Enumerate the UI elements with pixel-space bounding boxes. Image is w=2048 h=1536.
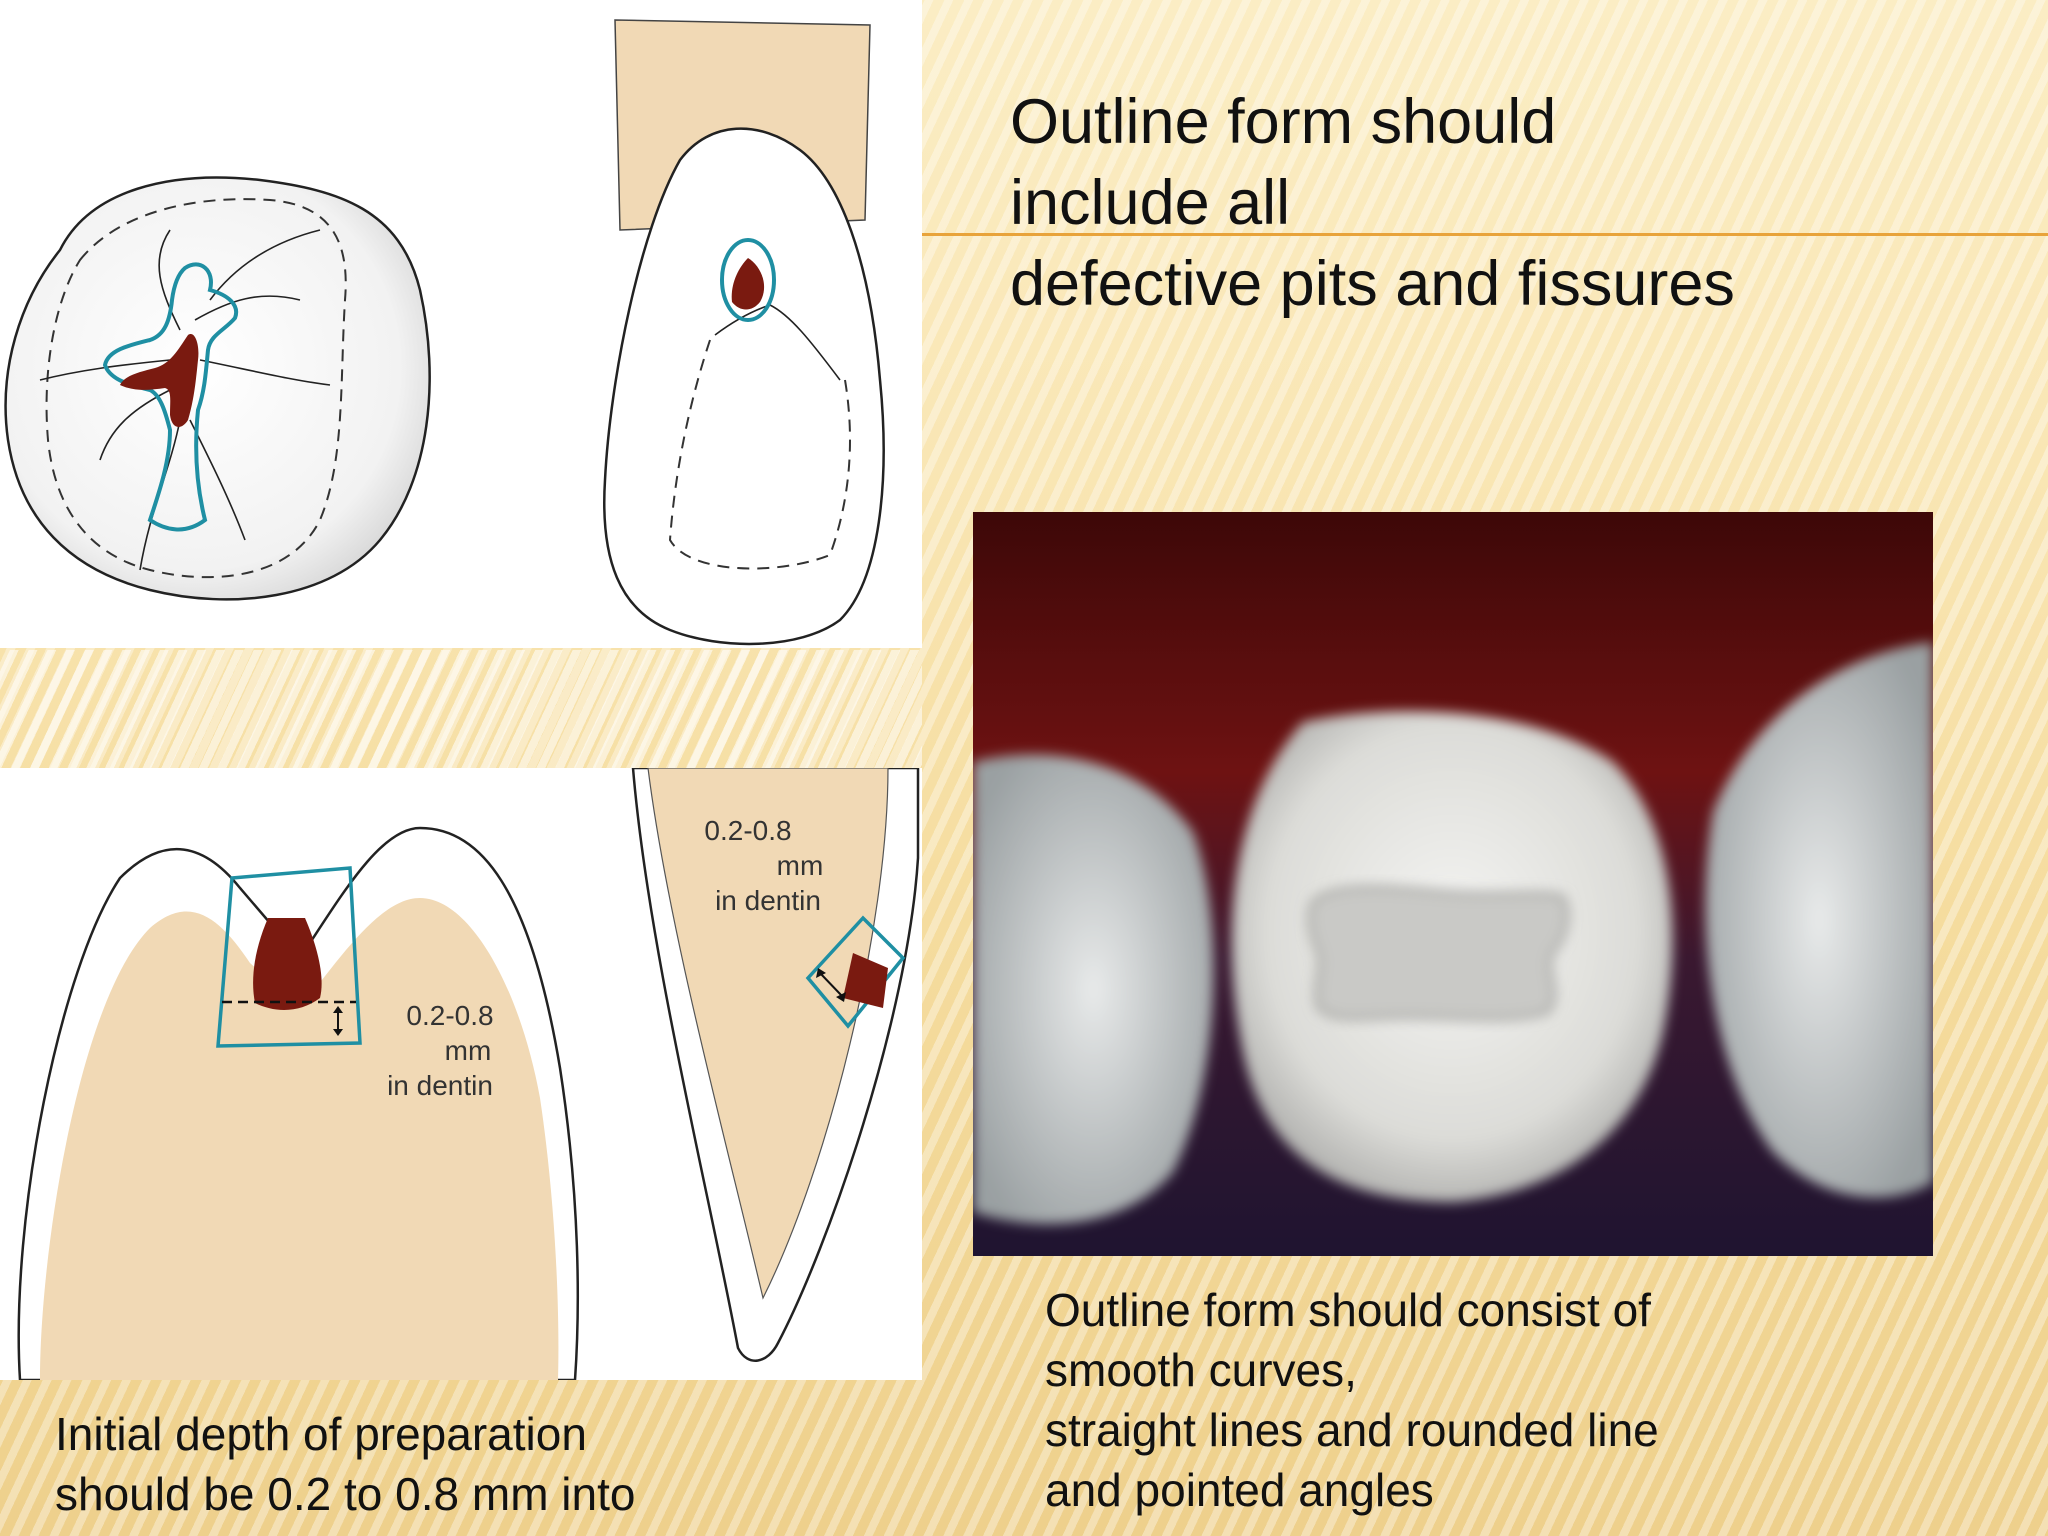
depth-right-value: 0.2-0.8	[704, 815, 791, 846]
caption-left-line-1: Initial depth of preparation	[55, 1408, 587, 1460]
outline-form-caption: Outline form should consist of smooth cu…	[1045, 1280, 1659, 1520]
dentin-shape	[40, 898, 559, 1380]
occlusal-view-diagram	[0, 0, 580, 648]
molar-outline	[4, 176, 431, 601]
depth-right-unit: mm	[777, 850, 824, 881]
proximal-caries	[843, 953, 888, 1008]
prep-outline	[216, 866, 362, 1048]
heading-line-1: Outline form should	[1010, 87, 1557, 157]
proximal-prep-outline	[805, 915, 906, 1029]
dentin-wedge	[647, 768, 889, 1300]
depth-left-value: 0.2-0.8	[406, 1000, 493, 1031]
accent-divider	[922, 233, 2048, 236]
caption-right-line-2: smooth curves,	[1045, 1344, 1357, 1396]
caption-left-line-2: should be 0.2 to 0.8 mm into	[55, 1468, 636, 1520]
left-tooth	[973, 754, 1214, 1224]
slide-heading: Outline form should include all defectiv…	[1010, 82, 2010, 325]
fissure-outline	[102, 262, 239, 532]
dashed-outline	[45, 198, 347, 579]
heading-line-3: defective pits and fissures	[1010, 249, 1735, 319]
proximal-view-diagram	[580, 0, 922, 648]
caption-right-line-1: Outline form should consist of	[1045, 1284, 1651, 1336]
depth-left-unit: mm	[445, 1035, 492, 1066]
right-tooth	[1705, 642, 1933, 1198]
background-stripes	[0, 650, 922, 770]
initial-depth-caption: Initial depth of preparation should be 0…	[55, 1404, 635, 1524]
cross-section-diagram: 0.2-0.8 mm in dentin	[0, 768, 588, 1380]
caption-right-line-4: and pointed angles	[1045, 1464, 1434, 1516]
occlusal-preparation	[1307, 885, 1570, 1022]
proximal-section-diagram: 0.2-0.8 mm in dentin	[588, 768, 922, 1380]
depth-left-where: in dentin	[387, 1070, 493, 1101]
pit-caries	[731, 258, 765, 310]
prep-caries	[253, 918, 322, 1010]
caries-spot	[120, 334, 199, 427]
crown-outline	[603, 127, 885, 646]
depth-right-where: in dentin	[715, 885, 821, 916]
inner-dashed	[668, 339, 851, 570]
heading-line-2: include all	[1010, 168, 1291, 238]
tooth-photo	[973, 512, 1933, 1256]
caption-right-line-3: straight lines and rounded line	[1045, 1404, 1659, 1456]
pit-outline	[720, 238, 776, 322]
